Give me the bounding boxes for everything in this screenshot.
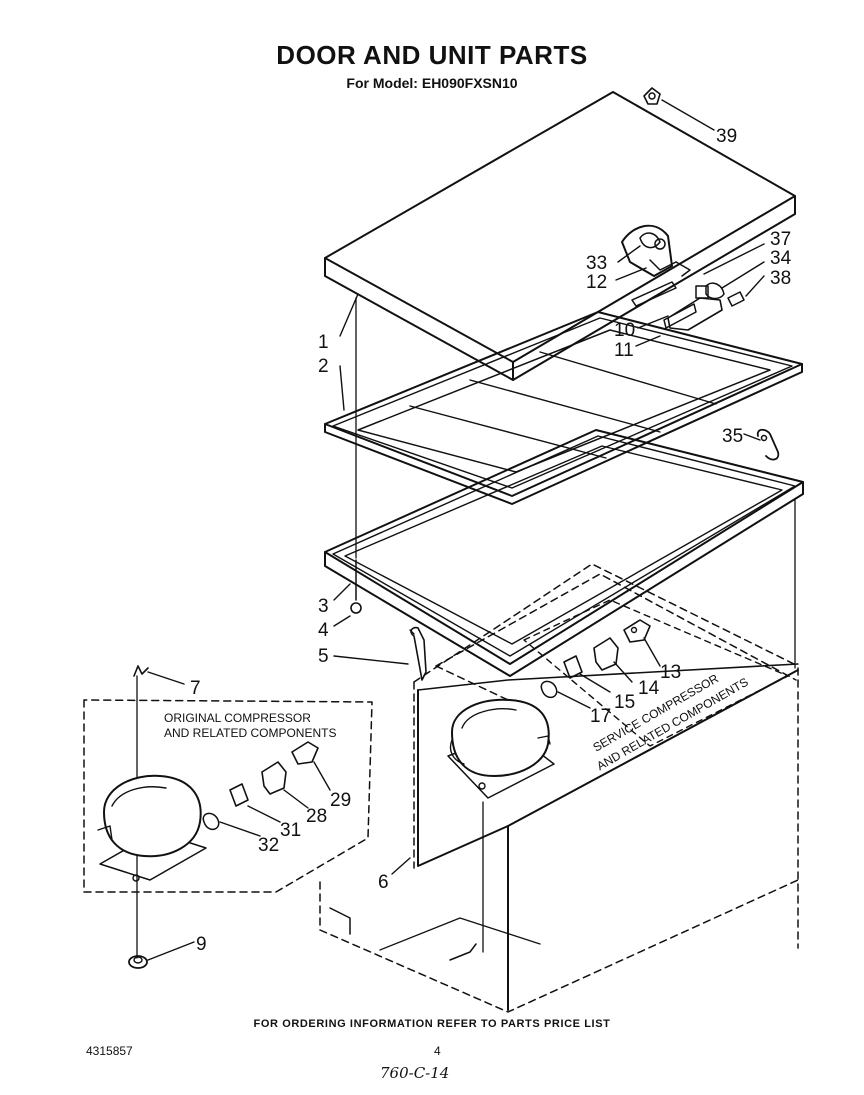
- callout-3: 3: [318, 596, 329, 617]
- grommet-part: [128, 955, 148, 969]
- hinge-cap-part: [643, 87, 661, 105]
- ordering-info-note: FOR ORDERING INFORMATION REFER TO PARTS …: [253, 1018, 611, 1030]
- model-subtitle: For Model: EH090FXSN10: [346, 75, 518, 91]
- callout-7: 7: [190, 678, 201, 699]
- callout-6: 6: [378, 872, 389, 893]
- original-compressor-part: [97, 774, 207, 882]
- assembly-lines: [136, 297, 796, 959]
- callout-12: 12: [586, 272, 607, 293]
- door-gasket-part: [324, 429, 804, 677]
- lock-assembly: [631, 281, 745, 331]
- screw-part: [350, 559, 362, 614]
- original-compressor-box: [83, 699, 373, 893]
- handwritten-note: 760-C-14: [380, 1064, 450, 1082]
- original-box-label-line2: AND RELATED COMPONENTS: [164, 726, 336, 740]
- callout-15: 15: [614, 692, 635, 713]
- callout-9: 9: [196, 934, 207, 955]
- callout-14: 14: [638, 678, 660, 699]
- callout-28: 28: [306, 806, 327, 827]
- callout-34: 34: [770, 248, 792, 269]
- original-relay-parts: [202, 741, 319, 831]
- service-compressor-part: [447, 698, 555, 799]
- cabinet-outline: [319, 563, 799, 1013]
- hinge-assembly: [621, 224, 691, 277]
- page-number: 4: [434, 1044, 441, 1058]
- callout-39: 39: [716, 126, 737, 147]
- callout-37: 37: [770, 229, 791, 250]
- clip-part: [133, 665, 149, 677]
- callout-38: 38: [770, 268, 791, 289]
- callout-17: 17: [590, 706, 611, 727]
- capillary-tube-part: [409, 626, 427, 681]
- callout-11: 11: [614, 340, 634, 361]
- service-relay-parts: [540, 619, 651, 699]
- callout-labels: 39 37 34 38 33 12 10 11 1 2 35 3 4 5 7 1…: [190, 126, 792, 955]
- document-number: 4315857: [86, 1044, 133, 1058]
- callout-31: 31: [280, 820, 301, 841]
- leader-lines: [147, 99, 765, 961]
- callout-10: 10: [614, 320, 635, 341]
- front-panel-part: [329, 663, 799, 1011]
- service-compressor-box: [523, 599, 789, 747]
- callout-5: 5: [318, 646, 329, 667]
- door-liner-part: [324, 311, 803, 505]
- callout-29: 29: [330, 790, 351, 811]
- latch-hook-part: [756, 428, 780, 461]
- callout-13: 13: [660, 662, 681, 683]
- callout-32: 32: [258, 835, 279, 856]
- service-box-label-line2: AND RELATED COMPONENTS: [594, 675, 750, 773]
- page-title: DOOR AND UNIT PARTS: [276, 40, 588, 70]
- callout-35: 35: [722, 426, 743, 447]
- callout-2: 2: [318, 356, 329, 377]
- callout-1: 1: [318, 332, 329, 353]
- callout-33: 33: [586, 253, 607, 274]
- lid-part: [324, 91, 796, 381]
- callout-4: 4: [318, 620, 329, 641]
- original-box-label-line1: ORIGINAL COMPRESSOR: [164, 711, 311, 725]
